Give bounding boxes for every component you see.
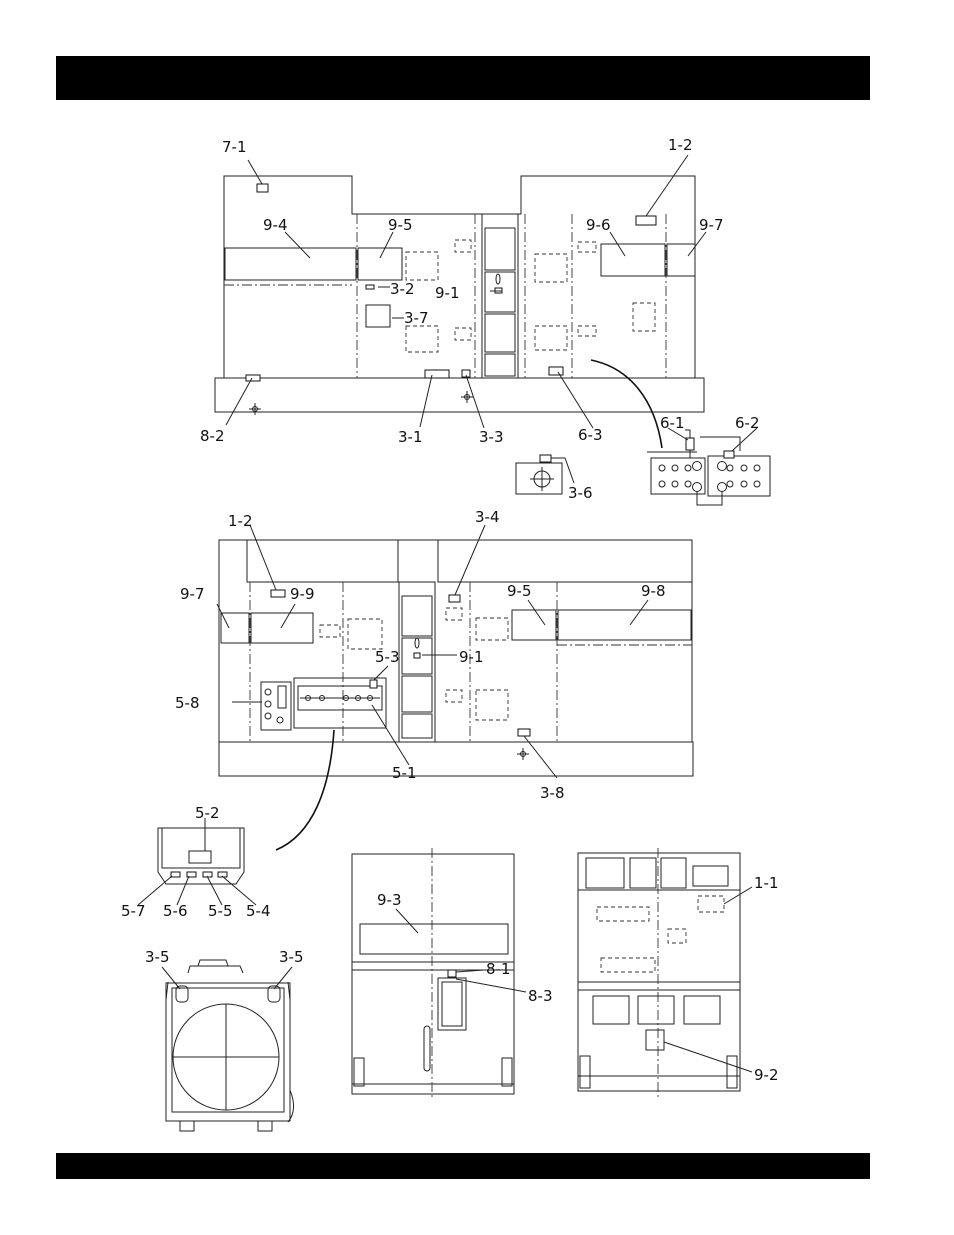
label-8-2: 8-2: [200, 427, 225, 445]
label-9-5-middle: 9-5: [507, 582, 532, 600]
label-5-7: 5-7: [121, 902, 146, 920]
label-1-2-top: 1-2: [668, 136, 693, 154]
label-6-1: 6-1: [660, 414, 685, 432]
generator-side-view-2: [217, 525, 693, 850]
label-5-8: 5-8: [175, 694, 200, 712]
label-3-6: 3-6: [568, 484, 593, 502]
label-5-4: 5-4: [246, 902, 271, 920]
label-8-1: 8-1: [486, 960, 511, 978]
label-6-3: 6-3: [578, 426, 603, 444]
label-9-5-top: 9-5: [388, 216, 413, 234]
label-3-5-left: 3-5: [145, 948, 170, 966]
control-end-view: [578, 848, 752, 1098]
generator-side-view-1: [215, 155, 706, 448]
label-3-5-right: 3-5: [279, 948, 304, 966]
gauge-detail: [516, 455, 574, 494]
label-9-6: 9-6: [586, 216, 611, 234]
label-5-2: 5-2: [195, 804, 220, 822]
label-9-8: 9-8: [641, 582, 666, 600]
label-3-8: 3-8: [540, 784, 565, 802]
label-3-7: 3-7: [404, 309, 429, 327]
battery-detail: [647, 428, 770, 505]
label-5-3: 5-3: [375, 648, 400, 666]
label-9-1-top: 9-1: [435, 284, 460, 302]
label-9-7-top: 9-7: [699, 216, 724, 234]
label-1-1: 1-1: [754, 874, 779, 892]
label-3-4: 3-4: [475, 508, 500, 526]
footer-bar: [56, 1153, 870, 1179]
control-panel-detail: [138, 818, 256, 905]
label-5-5: 5-5: [208, 902, 233, 920]
label-5-6: 5-6: [163, 902, 188, 920]
label-3-2: 3-2: [390, 280, 415, 298]
radiator-end-view: [162, 960, 294, 1131]
label-3-3: 3-3: [479, 428, 504, 446]
label-9-4: 9-4: [263, 216, 288, 234]
label-7-1: 7-1: [222, 138, 247, 156]
label-9-9: 9-9: [290, 585, 315, 603]
label-8-3: 8-3: [528, 987, 553, 1005]
label-9-3: 9-3: [377, 891, 402, 909]
label-9-2: 9-2: [754, 1066, 779, 1084]
label-6-2: 6-2: [735, 414, 760, 432]
label-9-1-middle: 9-1: [459, 648, 484, 666]
label-9-7-middle: 9-7: [180, 585, 205, 603]
label-5-1: 5-1: [392, 764, 417, 782]
label-3-1: 3-1: [398, 428, 423, 446]
label-1-2-middle: 1-2: [228, 512, 253, 530]
